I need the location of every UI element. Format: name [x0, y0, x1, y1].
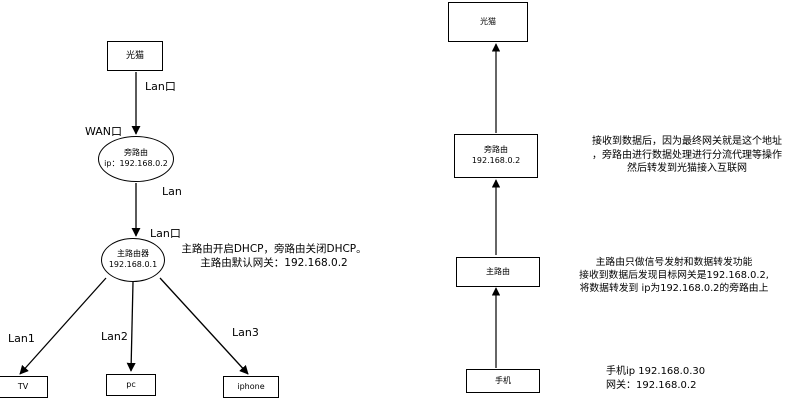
- left-main-router-ip: 192.168.0.1: [108, 260, 158, 269]
- edge-label-lan: Lan: [162, 185, 182, 198]
- right-modem-label: 光猫: [480, 16, 496, 26]
- right-phone-note: 手机ip 192.168.0.30 网关：192.168.0.2: [606, 365, 705, 392]
- right-phone-note-line-1: 手机ip 192.168.0.30: [606, 366, 706, 377]
- right-bypass-router-ip: 192.168.0.2: [471, 156, 521, 165]
- left-dhcp-note-line-2: 主路由默认网关：192.168.0.2: [200, 257, 348, 270]
- left-dhcp-note: 主路由开启DHCP，旁路由关闭DHCP。 主路由默认网关：192.168.0.2: [174, 242, 374, 270]
- right-main-note: 主路由只做信号发射和数据转发功能 接收到数据后发现目标网关是192.168.0.…: [548, 256, 800, 296]
- right-main-router-node: 主路由: [456, 257, 540, 287]
- edge-main-to-iphone: [159, 277, 249, 375]
- left-modem-label: 光猫: [125, 50, 144, 61]
- left-modem-node: 光猫: [107, 41, 163, 71]
- right-phone-note-line-2: 网关：192.168.0.2: [606, 379, 697, 391]
- right-phone-node: 手机: [466, 369, 540, 393]
- edge-label-lan-port-main: Lan口: [150, 227, 181, 240]
- edge-label-lan2: Lan2: [101, 330, 128, 343]
- right-bypass-note-line-2: ，旁路由进行数据处理进行分流代理等操作: [592, 149, 782, 161]
- left-bypass-router-name: 旁路由: [124, 148, 148, 158]
- right-main-note-line-3: 将数据转发到 ip为192.168.0.2的旁路由上: [579, 283, 769, 295]
- right-bypass-note-line-3: 然后转发到光猫接入互联网: [627, 163, 747, 174]
- left-tv-label: TV: [17, 381, 29, 391]
- right-main-note-line-1: 主路由只做信号发射和数据转发功能: [595, 257, 753, 268]
- left-tv-node: TV: [0, 376, 48, 398]
- left-main-router-node: 主路由器 192.168.0.1: [101, 238, 165, 282]
- edge-main-to-pc: [126, 281, 136, 372]
- right-bypass-note-line-1: 接收到数据后，因为最终网关就是这个地址: [592, 136, 782, 147]
- left-iphone-label: iphone: [237, 381, 265, 391]
- edge-label-lan-port-top: Lan口: [145, 80, 176, 93]
- right-modem-node: 光猫: [448, 2, 528, 42]
- left-dhcp-note-line-1: 主路由开启DHCP，旁路由关闭DHCP。: [181, 243, 367, 255]
- edge-label-lan3: Lan3: [232, 326, 259, 339]
- left-bypass-router-node: 旁路由 ip：192.168.0.2: [98, 136, 174, 182]
- left-main-router-name: 主路由器: [117, 249, 149, 259]
- right-main-note-line-2: 接收到数据后发现目标网关是192.168.0.2,: [579, 270, 769, 282]
- left-pc-node: pc: [106, 374, 156, 396]
- right-phone-label: 手机: [495, 375, 511, 385]
- edge-label-lan1: Lan1: [8, 332, 35, 345]
- edge-label-wan-port: WAN口: [85, 125, 123, 138]
- right-bypass-router-node: 旁路由 192.168.0.2: [454, 134, 538, 178]
- left-pc-label: pc: [126, 379, 136, 389]
- left-iphone-node: iphone: [223, 376, 279, 398]
- left-bypass-router-ip: ip：192.168.0.2: [104, 159, 168, 168]
- right-bypass-note: 接收到数据后，因为最终网关就是这个地址 ，旁路由进行数据处理进行分流代理等操作 …: [562, 135, 800, 176]
- edge-main-to-tv: [19, 277, 107, 375]
- right-bypass-router-name: 旁路由: [484, 145, 508, 155]
- right-main-router-label: 主路由: [486, 266, 510, 276]
